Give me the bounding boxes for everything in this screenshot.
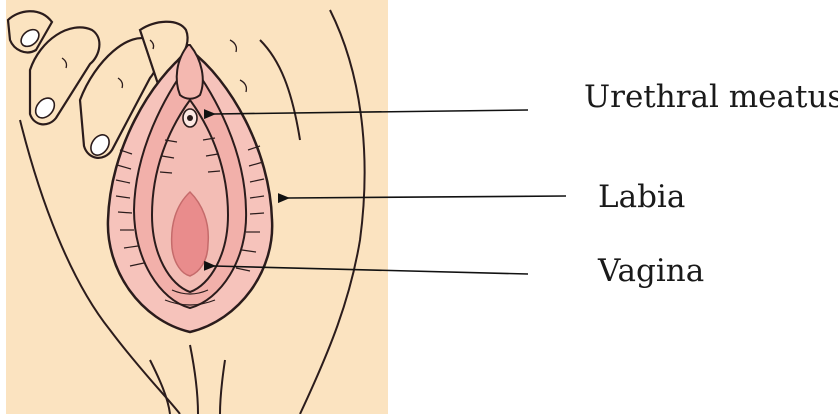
vagina-label: Vagina xyxy=(598,256,704,287)
urethral-opening xyxy=(183,109,197,127)
labia-label: Labia xyxy=(598,182,685,213)
urethral-meatus-label: Urethral meatus xyxy=(584,82,838,113)
